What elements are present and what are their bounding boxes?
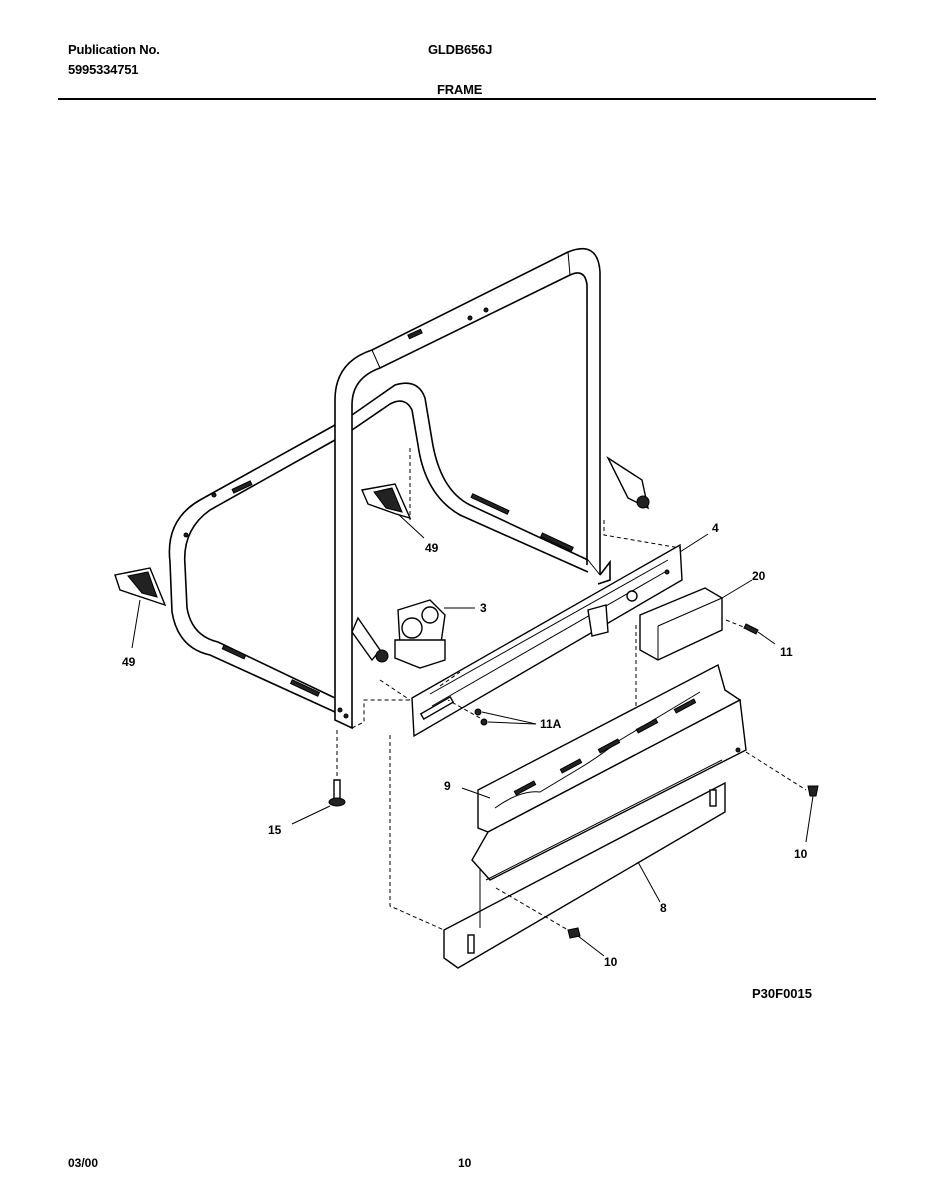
part-11-screw bbox=[743, 623, 776, 645]
part-15-leveling-leg bbox=[291, 730, 346, 825]
callout-labels: 49 49 3 4 20 11 11A 9 15 10 8 10 bbox=[122, 521, 808, 969]
callout-4: 4 bbox=[712, 521, 719, 535]
footer-date: 03/00 bbox=[68, 1156, 99, 1170]
part-49-center-bracket bbox=[361, 448, 425, 539]
frame-tub-flange bbox=[168, 251, 589, 713]
part-10-bottom-screw bbox=[495, 887, 605, 957]
part-8-kick-panel bbox=[443, 759, 726, 969]
part-20-bracket bbox=[639, 579, 753, 661]
publication-number: 5995334751 bbox=[68, 62, 139, 77]
callout-9: 9 bbox=[444, 779, 451, 793]
part-49-left-bracket bbox=[114, 567, 167, 649]
callout-10-right: 10 bbox=[794, 847, 808, 861]
callout-8: 8 bbox=[660, 901, 667, 915]
publication-label: Publication No. bbox=[68, 42, 160, 57]
part-10-right-screw bbox=[745, 751, 819, 843]
diagram-reference-code: P30F0015 bbox=[752, 986, 812, 1001]
callout-20: 20 bbox=[752, 569, 766, 583]
section-title: FRAME bbox=[437, 82, 483, 97]
callout-15: 15 bbox=[268, 823, 282, 837]
part-3-inlet-valve bbox=[351, 599, 475, 669]
part-11a-screws bbox=[474, 708, 537, 726]
callout-11a: 11A bbox=[540, 717, 562, 731]
callout-11: 11 bbox=[780, 645, 793, 659]
assembly-dash-lines bbox=[351, 520, 681, 931]
header-rule bbox=[58, 98, 876, 100]
callout-10-bottom: 10 bbox=[604, 955, 618, 969]
frame-slots bbox=[183, 307, 574, 719]
rear-foot-right bbox=[606, 456, 650, 510]
callout-49-left: 49 bbox=[122, 655, 136, 669]
part-4-rail bbox=[411, 533, 709, 738]
callout-49-center: 49 bbox=[425, 541, 439, 555]
footer-page-number: 10 bbox=[458, 1156, 472, 1170]
part-9-kick-plate bbox=[461, 663, 747, 881]
callout-3: 3 bbox=[480, 601, 487, 615]
model-number: GLDB656J bbox=[428, 42, 493, 57]
